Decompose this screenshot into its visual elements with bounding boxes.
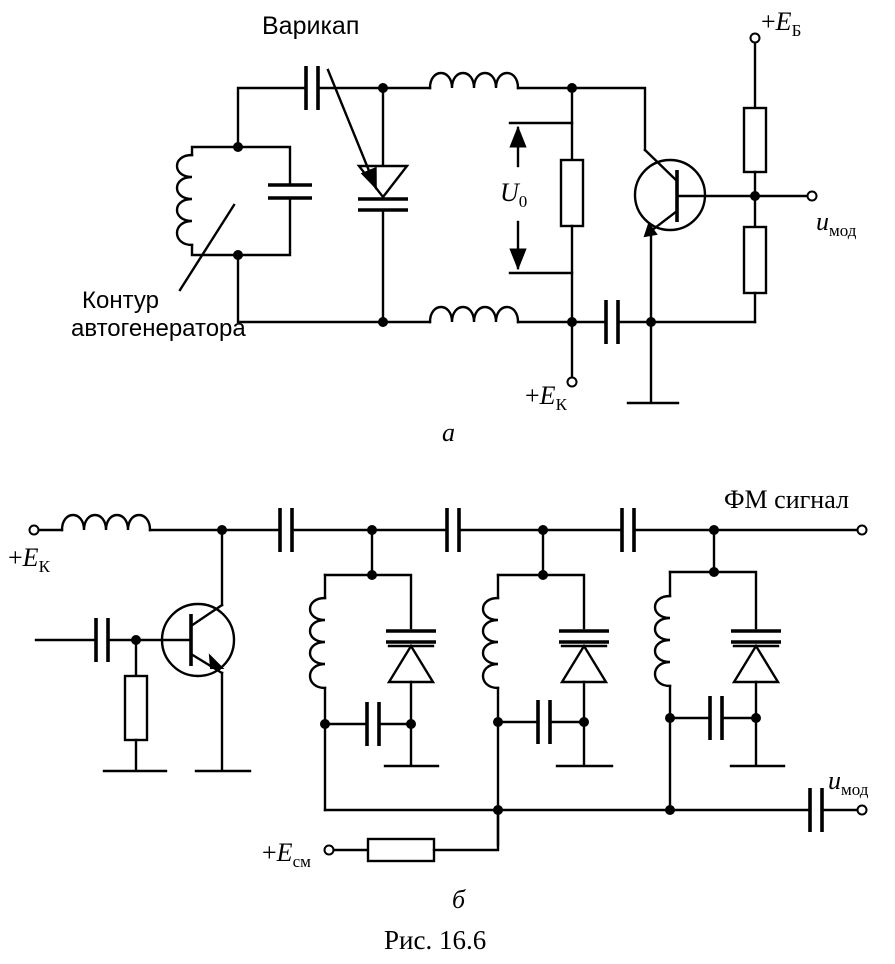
fm-signal-label: ФМ сигнал [724,485,849,514]
varicap-diode-icon [386,629,436,767]
terminal-icon [856,804,868,816]
resonator-stage-2 [481,528,614,847]
capacitor-icon [365,702,381,746]
inductor-icon [175,153,194,247]
resistor-icon [559,158,585,228]
varicap-label: Варикап [262,12,360,40]
capacitor-icon [445,508,461,552]
npn-transistor-icon [633,148,757,324]
supply-ek-label-b: +EК [8,543,50,577]
inductor-icon [308,596,327,690]
capacitor-icon [536,700,552,744]
terminal-icon [28,524,40,536]
tank-circuit [175,142,312,260]
caption-b: б [452,885,466,914]
supply-esm-label: +Eсм [262,838,311,872]
inductor-icon [428,71,520,90]
resistor-icon [123,674,149,742]
figure-caption: Рис. 16.6 [384,925,487,955]
inductor-icon [60,513,152,532]
supply-eb-label: +EБ [761,7,802,41]
varicap-diode-icon [731,629,781,767]
resistor-icon [366,837,436,863]
capacitor-icon [808,788,824,832]
resonator-stage-1 [308,528,440,812]
supply-ek-label-a: +EК [525,381,567,415]
npn-transistor-icon [160,528,236,772]
voltage-u0-label: U0 [500,178,528,212]
diagram-a [175,32,818,405]
terminal-icon [323,844,335,856]
diagram-b [28,508,868,863]
capacitor-icon [304,66,320,110]
inductor-icon [428,305,520,324]
terminal-icon [856,524,868,536]
inductor-icon [653,594,672,688]
resistor-icon [742,106,768,174]
tank-label-line2: автогенератора [71,315,246,342]
varicap-pointer [326,68,378,191]
caption-a: а [442,418,455,447]
inductor-icon [481,596,500,690]
capacitor-icon [708,696,724,740]
terminal-icon [749,32,761,44]
tank-pointer [178,203,236,292]
umod-label-b: uмод [828,766,869,800]
terminal-icon [566,376,578,388]
capacitor-icon [604,300,620,344]
resonator-stage-3 [653,528,786,812]
capacitor-icon [278,508,294,552]
varicap-diode-icon [356,86,410,324]
capacitor-icon [620,508,636,552]
umod-label-a: uмод [816,207,857,241]
terminal-icon [806,190,818,202]
tank-label-line1: Контур [82,287,159,314]
varicap-diode-icon [559,629,609,767]
capacitor-icon [94,618,110,662]
resistor-icon [742,225,768,295]
